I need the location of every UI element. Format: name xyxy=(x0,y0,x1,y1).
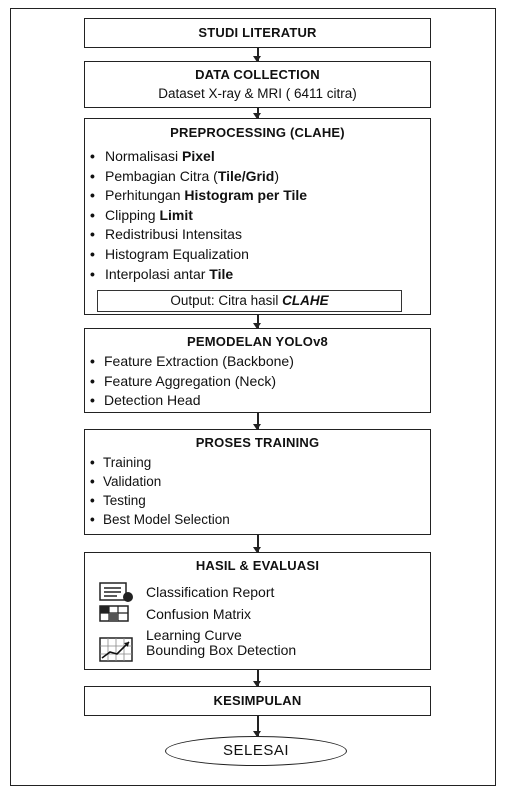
preprocessing-output: Output: Citra hasil CLAHE xyxy=(97,290,402,313)
list-item: Perhitungan Histogram per Tile xyxy=(85,186,430,206)
step-title: DATA COLLECTION xyxy=(195,67,320,82)
step-subtitle: Dataset X-ray & MRI ( 6411 citra) xyxy=(158,86,357,101)
flow-arrow xyxy=(254,716,260,737)
yolo-list: Feature Extraction (Backbone) Feature Ag… xyxy=(85,352,430,411)
flow-arrow xyxy=(254,413,260,430)
evaluation-item: Bounding Box Detection xyxy=(85,637,430,663)
list-item: Validation xyxy=(85,472,430,491)
step-title: PROSES TRAINING xyxy=(195,435,320,450)
step-title: KESIMPULAN xyxy=(213,693,302,708)
list-item: Feature Aggregation (Neck) xyxy=(85,372,430,392)
step-title: STUDI LITERATUR xyxy=(198,25,317,40)
training-list: Training Validation Testing Best Model S… xyxy=(85,453,430,529)
flow-arrow xyxy=(254,48,260,62)
report-icon xyxy=(99,582,135,602)
flow-arrow xyxy=(254,535,260,553)
diagram-frame xyxy=(10,8,496,786)
list-item: Interpolasi antar Tile xyxy=(85,265,430,285)
step-title: PEMODELAN YOLOv8 xyxy=(187,334,328,349)
chart-curve-icon xyxy=(99,637,135,663)
step-proses-training: PROSES TRAINING Training Validation Test… xyxy=(84,429,431,535)
step-kesimpulan: KESIMPULAN xyxy=(84,686,431,716)
list-item: Normalisasi Pixel xyxy=(85,147,430,167)
preprocessing-list: Normalisasi Pixel Pembagian Citra (Tile/… xyxy=(85,147,430,284)
step-data-collection: DATA COLLECTION Dataset X-ray & MRI ( 64… xyxy=(84,61,431,108)
list-item: Pembagian Citra (Tile/Grid) xyxy=(85,167,430,187)
evaluation-item: Classification Report xyxy=(85,581,430,603)
step-preprocessing: PREPROCESSING (CLAHE) Normalisasi Pixel … xyxy=(84,118,431,315)
step-pemodelan-yolov8: PEMODELAN YOLOv8 Feature Extraction (Bac… xyxy=(84,328,431,413)
list-item: Feature Extraction (Backbone) xyxy=(85,352,430,372)
step-studi-literatur: STUDI LITERATUR xyxy=(84,18,431,48)
evaluation-item: Confusion Matrix xyxy=(85,603,430,625)
evaluation-label: Learning Curve xyxy=(146,627,242,643)
list-item: Training xyxy=(85,453,430,472)
evaluation-label: Classification Report xyxy=(146,584,275,600)
evaluation-label: Bounding Box Detection xyxy=(146,642,297,658)
list-item: Histogram Equalization xyxy=(85,245,430,265)
evaluation-label: Confusion Matrix xyxy=(146,606,252,622)
list-item: Best Model Selection xyxy=(85,510,430,529)
flow-arrow xyxy=(254,315,260,329)
list-item: Clipping Limit xyxy=(85,206,430,226)
matrix-icon xyxy=(99,604,135,624)
list-item: Testing xyxy=(85,491,430,510)
flow-arrow xyxy=(254,670,260,687)
step-title: HASIL & EVALUASI xyxy=(195,558,320,573)
end-terminator: SELESAI xyxy=(165,736,347,766)
list-item: Redistribusi Intensitas xyxy=(85,225,430,245)
evaluation-item: Learning Curve xyxy=(85,625,430,645)
step-title: PREPROCESSING (CLAHE) xyxy=(170,125,345,140)
flow-arrow xyxy=(254,108,260,119)
list-item: Detection Head xyxy=(85,391,430,411)
step-hasil-evaluasi: HASIL & EVALUASI Classification Report xyxy=(84,552,431,670)
